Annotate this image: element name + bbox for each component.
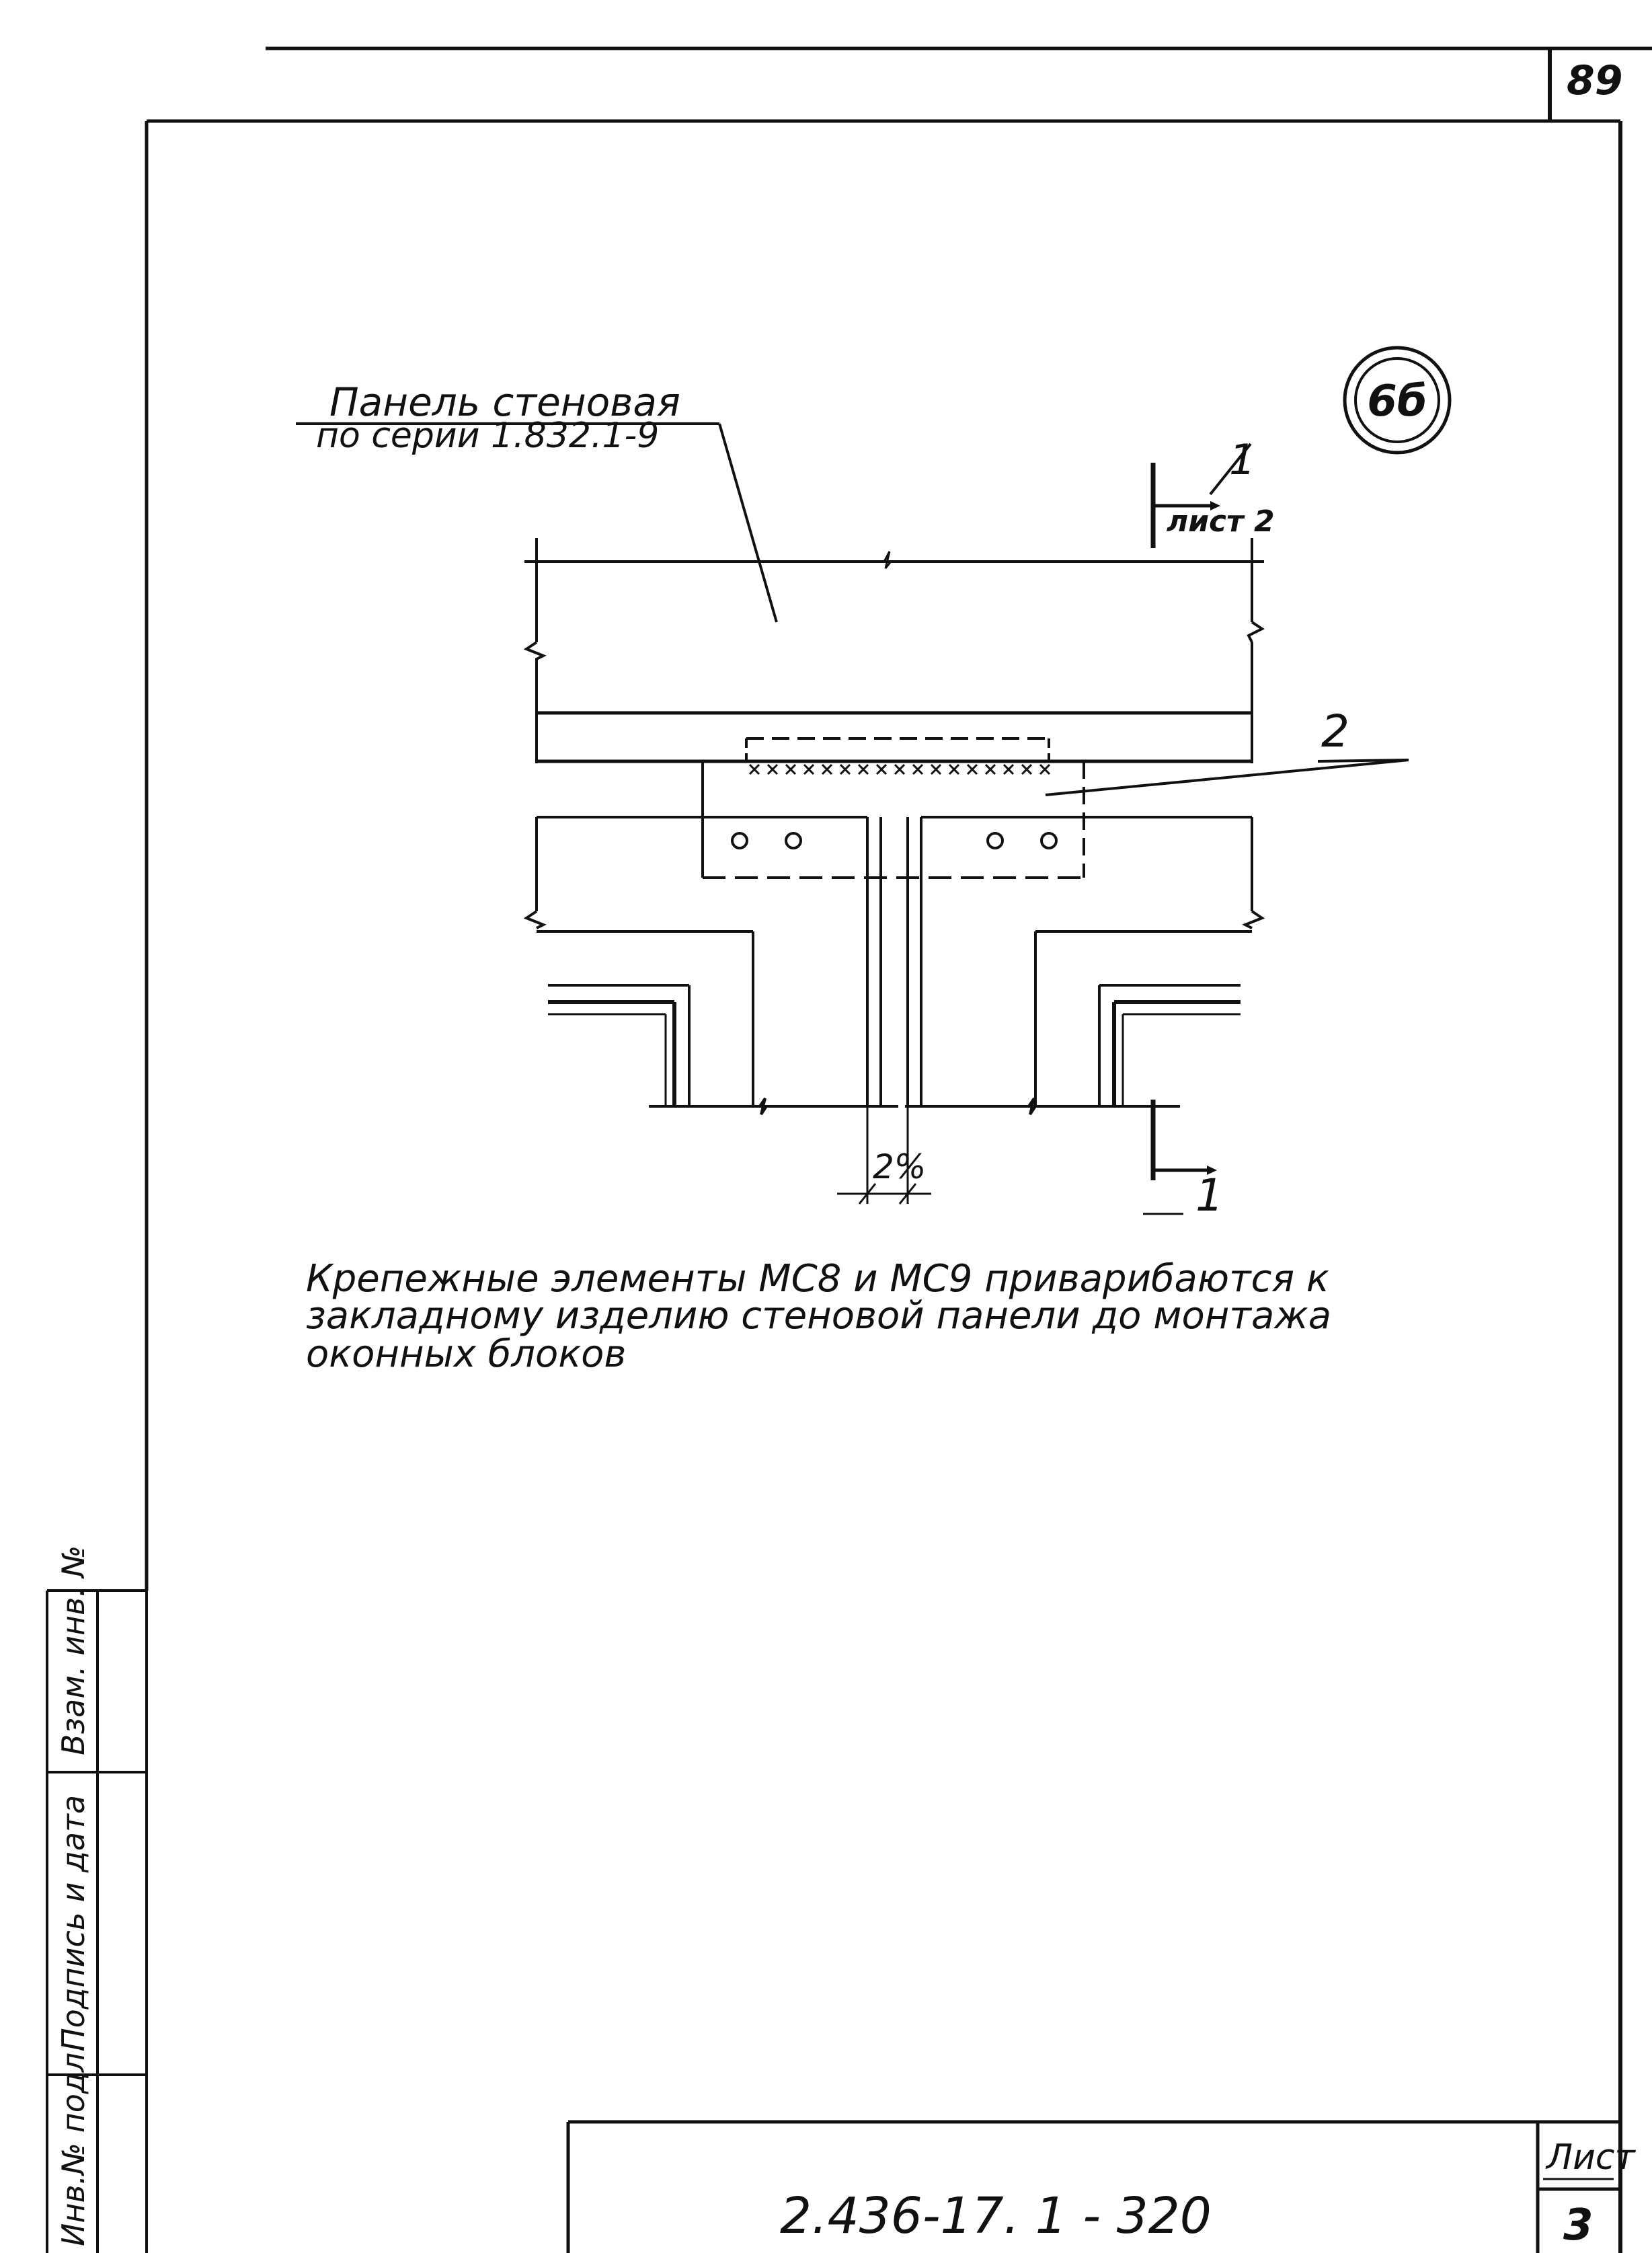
stamp-replacement-inv: Взам. инв. №	[55, 1545, 91, 1755]
embedded-plate	[745, 737, 1050, 761]
page-number: 89	[1567, 57, 1623, 104]
section-sheet-ref: лист 2	[1167, 504, 1275, 539]
window-block-right	[906, 816, 1265, 1106]
note-line-3: оконных блоков	[306, 1332, 626, 1376]
fastening-element	[701, 760, 1085, 879]
stamp-signature-date: Подпись и дата	[55, 1795, 91, 2051]
item-2-underline	[1317, 759, 1409, 763]
section-label-top: 1	[1229, 435, 1255, 484]
node-mark-label: 6б	[1367, 377, 1427, 426]
title-block-frame	[566, 2120, 1620, 2253]
note-line-1: Крепежные элементы МС8 и МС9 приварибают…	[306, 1257, 1329, 1301]
item-2-leader	[1045, 759, 1409, 796]
stamp-inv-original: Инв.№ подл.	[55, 2042, 91, 2246]
side-stamp-frame	[46, 1589, 148, 2253]
weld-seam	[748, 763, 1051, 775]
item-2-label: 2	[1321, 705, 1349, 757]
document-code: 2.436-17. 1 - 320	[780, 2187, 1212, 2245]
panel-callout-line2: по серии 1.832.1-9	[316, 416, 659, 456]
break-line-bottom	[649, 1097, 1156, 1116]
panel-callout-line1: Панель стеновая	[329, 379, 680, 425]
note-line-2: закладному изделию стеновой панели до мо…	[306, 1294, 1331, 1338]
section-marker-top	[1150, 443, 1252, 548]
section-label-bottom: 1	[1195, 1170, 1224, 1221]
sheet-number: 3	[1563, 2201, 1594, 2250]
fastener-holes	[731, 832, 1058, 849]
window-block-left	[523, 816, 882, 1106]
node-mark-circle	[1343, 346, 1452, 455]
wall-panel	[523, 538, 1265, 763]
gap-dimension	[837, 1106, 931, 1205]
section-marker-bottom	[1150, 1100, 1217, 1180]
panel-callout-leader	[296, 422, 778, 623]
gap-dimension-label: 2%	[873, 1147, 926, 1186]
sheet-label: Лист	[1545, 2137, 1636, 2178]
